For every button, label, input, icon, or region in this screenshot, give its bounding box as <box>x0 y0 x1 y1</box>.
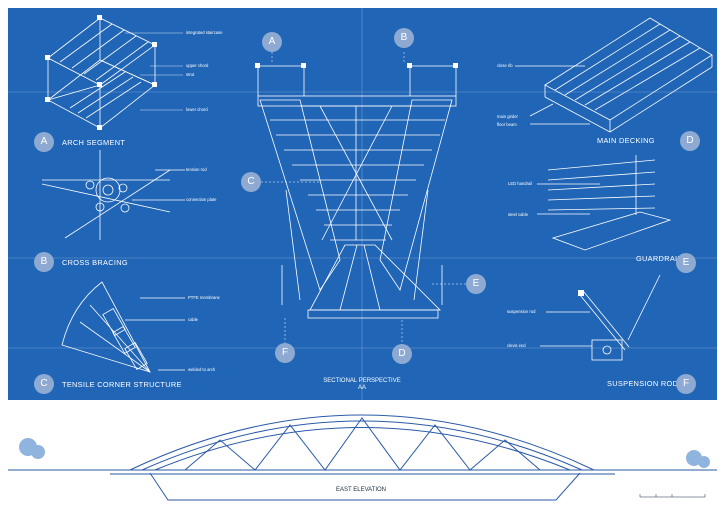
cross-bracing-title: CROSS BRACING <box>62 258 128 267</box>
detail-marker-b: B <box>34 252 54 272</box>
arch-segment-title: ARCH SEGMENT <box>62 138 126 147</box>
label-integrated-staircase: integrated staircase <box>186 30 223 35</box>
label-led-handrail: LED handrail <box>508 181 533 186</box>
label-tension-rod: tension rod <box>186 167 207 172</box>
label-clevis-end: clevis end <box>507 343 526 348</box>
tensile-corner-title: TENSILE CORNER STRUCTURE <box>62 380 182 389</box>
section-marker-c: C <box>241 172 261 192</box>
section-title-line2: AA <box>357 385 366 391</box>
section-marker-e: E <box>466 274 486 294</box>
arch-segment-drawing <box>47 17 156 129</box>
detail-marker-e: E <box>676 253 696 273</box>
detail-marker-d: D <box>680 131 700 151</box>
label-cable: cable <box>188 317 199 322</box>
label-connection-plate: connection plate <box>186 197 217 202</box>
guardrail-title: GUARDRAIL <box>636 254 682 263</box>
label-steel-cable: steel cable <box>508 212 529 217</box>
label-ptfe-membrane: PTFE membrane <box>188 295 220 300</box>
label-main-girder: main girder <box>497 114 518 119</box>
east-elevation-title: EAST ELEVATION <box>336 487 387 493</box>
section-title: SECTIONAL PERSPECTIVE AA <box>322 378 402 392</box>
main-decking-drawing <box>515 17 713 133</box>
sectional-perspective-drawing <box>257 65 457 319</box>
label-strut: strut <box>186 72 195 77</box>
label-welded-to-arch: welded to arch <box>188 367 216 372</box>
guardrail-drawing <box>537 155 672 251</box>
section-marker-f: F <box>275 343 295 363</box>
section-marker-d: D <box>392 344 412 364</box>
label-lower-chord: lower chord <box>186 107 208 112</box>
tensile-corner-drawing <box>61 281 185 373</box>
suspension-rod-title: SUSPENSION ROD <box>607 379 679 388</box>
label-floor-beam: floor beam <box>497 122 517 127</box>
scale-bar <box>639 494 706 498</box>
section-marker-a: A <box>262 32 282 52</box>
tree-left <box>19 438 45 459</box>
east-elevation-drawing <box>8 414 717 501</box>
suspension-rod-drawing <box>540 274 661 361</box>
section-title-line1: SECTIONAL PERSPECTIVE <box>323 378 401 384</box>
label-upper-chord: upper chord <box>186 63 209 68</box>
detail-marker-c: C <box>34 374 54 394</box>
detail-marker-f: F <box>676 374 696 394</box>
label-close-rib: close rib <box>497 63 513 68</box>
cross-bracing-drawing <box>41 150 185 240</box>
section-marker-b: B <box>394 28 414 48</box>
main-decking-title: MAIN DECKING <box>597 136 655 145</box>
detail-marker-a: A <box>34 132 54 152</box>
label-suspension-rod: suspension rod <box>507 309 536 314</box>
tree-right <box>686 450 710 468</box>
